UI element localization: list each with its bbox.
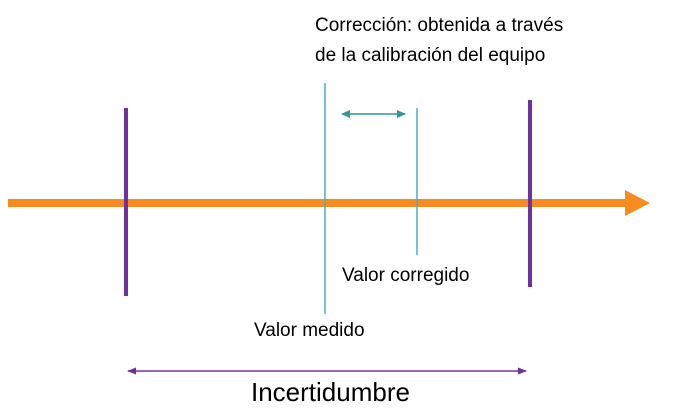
corrected-value-label: Valor corregido xyxy=(342,265,470,286)
correction-label-line-1: Corrección: obtenida a través xyxy=(315,15,564,36)
uncertainty-label: Incertidumbre xyxy=(251,377,410,407)
correction-label-line-2: de la calibración del equipo xyxy=(315,45,546,66)
main-axis-arrowhead xyxy=(625,190,650,216)
measured-value-label: Valor medido xyxy=(254,320,365,341)
